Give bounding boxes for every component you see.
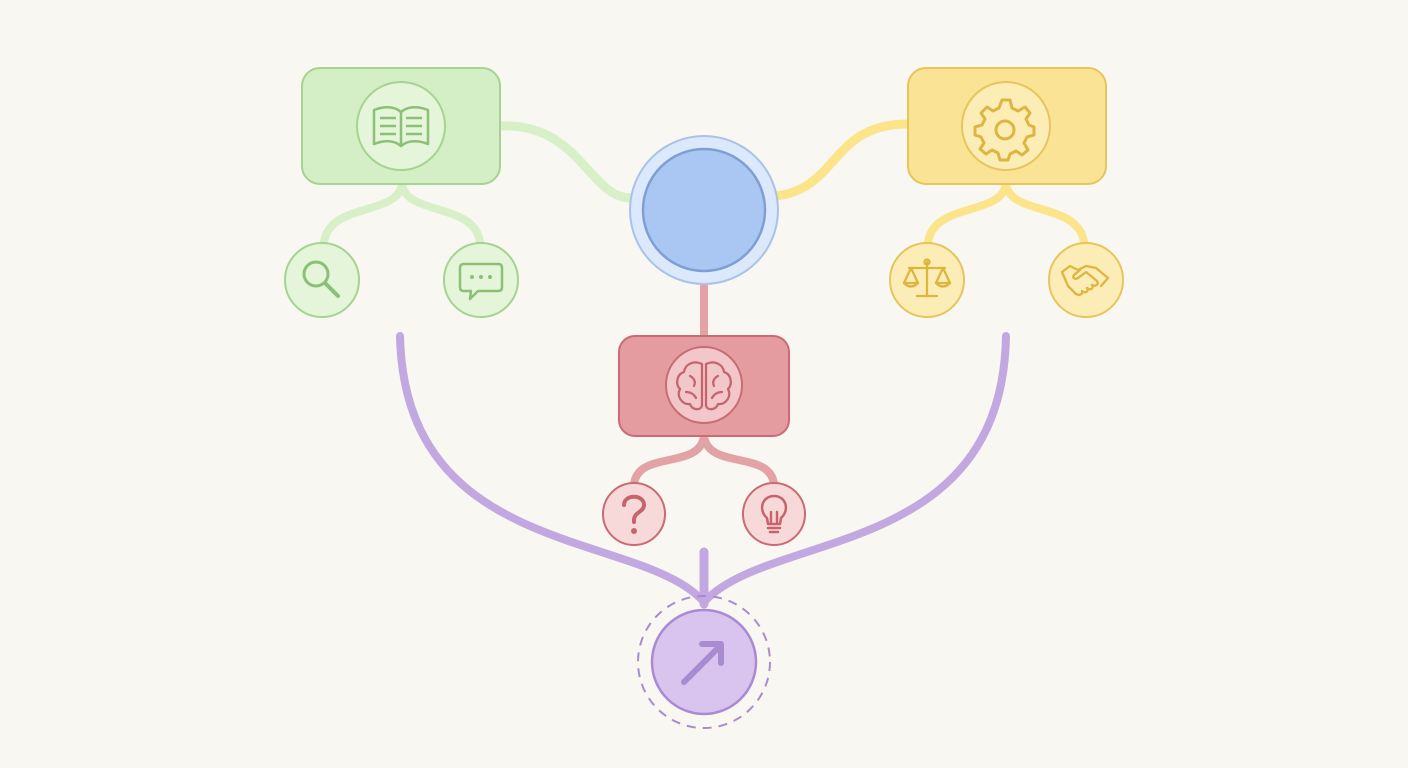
connector-thinking-question — [630, 432, 708, 488]
connector-process-agreement — [1002, 180, 1088, 246]
magnifier-icon — [302, 260, 340, 298]
balance-node[interactable] — [889, 242, 965, 318]
open-book-icon — [372, 106, 430, 148]
connector-left-outcome — [396, 332, 708, 606]
gear-icon — [973, 98, 1036, 162]
connector-process-balance — [924, 180, 1010, 246]
idea-node[interactable] — [742, 482, 806, 546]
discussion-node[interactable] — [443, 242, 519, 318]
brain-icon — [676, 361, 732, 411]
speech-bubble-icon — [458, 262, 504, 301]
connector-hub-process — [771, 119, 913, 201]
outcome-node[interactable] — [637, 595, 771, 729]
handshake-icon — [1060, 264, 1110, 296]
question-mark-icon — [622, 494, 647, 534]
thinking-node[interactable] — [618, 335, 790, 437]
connector-thinking-idea — [700, 432, 778, 488]
search-node[interactable] — [284, 242, 360, 318]
hub-node[interactable] — [629, 135, 779, 285]
lightbulb-icon — [760, 494, 788, 534]
connectors — [320, 119, 1088, 609]
process-node[interactable] — [907, 67, 1107, 185]
question-node[interactable] — [602, 482, 666, 546]
connector-right-outcome — [700, 332, 1010, 606]
scales-icon — [902, 258, 952, 298]
knowledge-node[interactable] — [301, 67, 501, 185]
connector-knowledge-hub — [495, 121, 637, 203]
connector-knowledge-search — [320, 180, 406, 246]
connector-knowledge-discussion — [398, 180, 484, 246]
arrow-up-right-icon — [681, 641, 724, 685]
agreement-node[interactable] — [1048, 242, 1124, 318]
